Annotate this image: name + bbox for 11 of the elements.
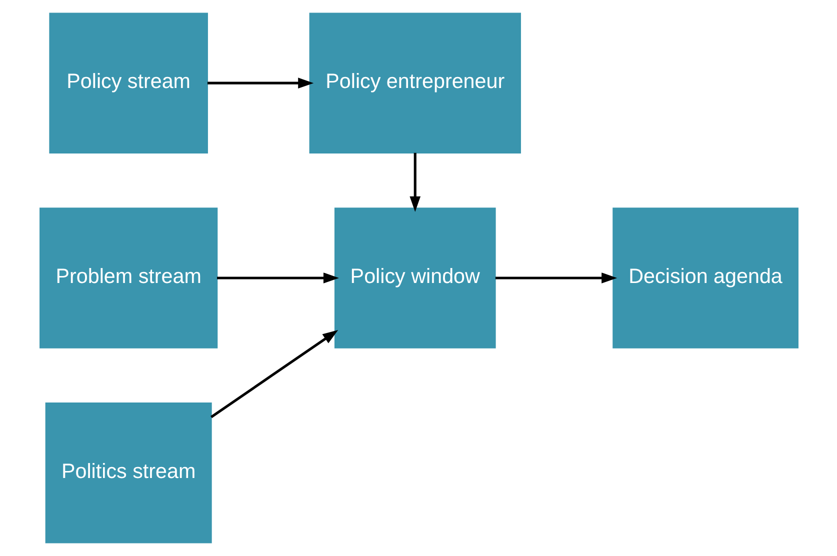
node-box: Politics stream — [44, 402, 212, 544]
node-box: Policy stream — [48, 12, 208, 154]
node-box: Decision agenda — [612, 208, 798, 348]
node-box: Policy entrepreneur — [308, 12, 520, 154]
arrow — [206, 78, 314, 89]
arrow — [210, 330, 338, 418]
arrow — [216, 272, 338, 284]
node-box: Problem stream — [39, 208, 218, 348]
node-box: Policy window — [334, 208, 496, 348]
arrow — [409, 152, 420, 212]
arrow — [494, 272, 617, 284]
